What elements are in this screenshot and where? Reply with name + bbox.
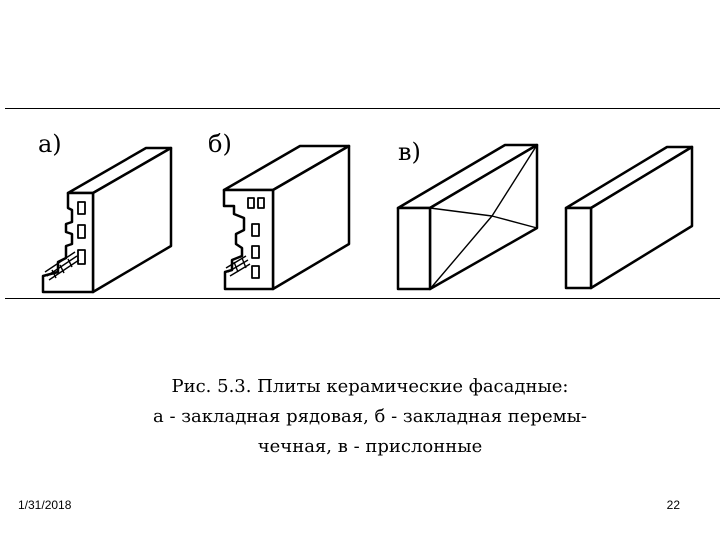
tile-v-front-drawing [564, 145, 694, 290]
label-v: в) [398, 138, 421, 166]
figure-caption: Рис. 5.3. Плиты керамические фасадные: а… [120, 372, 620, 462]
label-a: а) [38, 130, 62, 158]
label-b: б) [208, 130, 232, 158]
page-number: 22 [666, 498, 680, 512]
caption-line-3: чечная, в - прислонные [257, 436, 483, 457]
divider-top [5, 108, 720, 109]
divider-bottom [5, 298, 720, 299]
tile-b-drawing [222, 144, 351, 291]
tile-a-drawing [41, 146, 173, 294]
tile-v-back-drawing [396, 143, 539, 291]
caption-line-1: Рис. 5.3. Плиты керамические фасадные: [171, 376, 569, 397]
footer-date: 1/31/2018 [18, 498, 72, 512]
caption-line-2: а - закладная рядовая, б - закладная пер… [152, 406, 588, 427]
